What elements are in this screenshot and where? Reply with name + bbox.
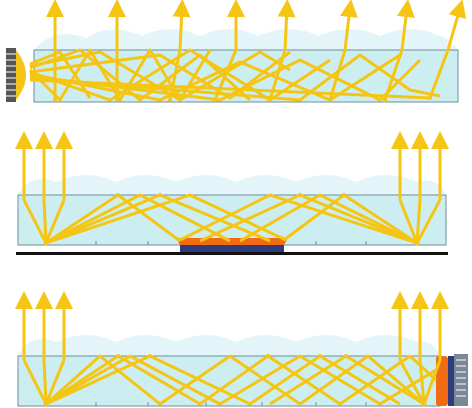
light-rays-panel2 bbox=[15, 131, 449, 245]
side-reflector bbox=[436, 354, 468, 406]
bottom-tick-marks bbox=[95, 241, 367, 245]
led-icon bbox=[6, 48, 26, 102]
scatter-dots-panel2 bbox=[43, 193, 420, 246]
substrate-line bbox=[16, 252, 448, 255]
panel-bottom-reflector bbox=[15, 131, 449, 255]
diffuser-bumps bbox=[34, 29, 458, 50]
light-guide-plate bbox=[17, 194, 447, 246]
diffuser-bumps bbox=[18, 335, 440, 356]
reflector-base bbox=[180, 243, 284, 252]
scatter-dots-panel3 bbox=[43, 354, 427, 407]
scatter-dots-panel1 bbox=[53, 96, 432, 102]
light-rays-panel1 bbox=[28, 0, 467, 102]
reflector-orange bbox=[176, 238, 288, 245]
panel-side-reflector bbox=[15, 291, 468, 407]
diffuser-bumps bbox=[18, 175, 446, 195]
bottom-tick-marks bbox=[95, 402, 367, 406]
panel-edge-lit bbox=[6, 0, 467, 103]
